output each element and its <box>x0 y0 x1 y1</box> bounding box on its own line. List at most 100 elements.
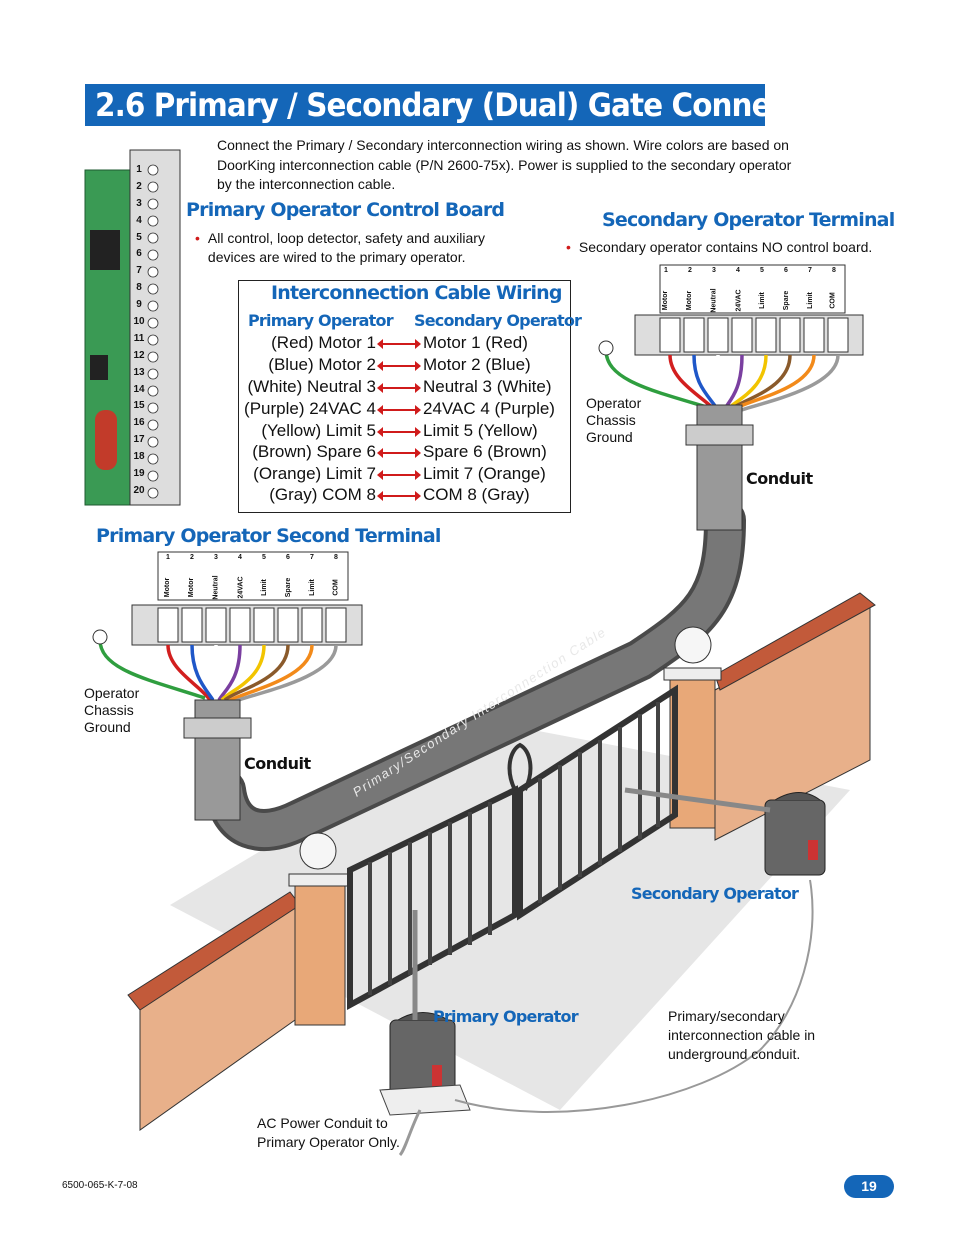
terminal-name: Limit <box>308 579 316 596</box>
terminal-number: 15 <box>133 400 145 412</box>
primary-terminal-label <box>157 551 349 601</box>
terminal-num: 6 <box>784 267 788 274</box>
terminal-number: 1 <box>136 164 142 175</box>
document-number: 6500-065-K-7-08 <box>62 1180 138 1191</box>
terminal-number: 7 <box>136 265 142 277</box>
board-terminal-numbers: 1 2 3 4 5 6 7 8 9 10 11 12 13 14 15 16 1… <box>131 162 147 500</box>
secondary-operator-label: Secondary Operator <box>631 884 799 903</box>
terminal-num: 7 <box>808 267 812 274</box>
terminal-number: 13 <box>133 366 145 378</box>
ac-power-label: AC Power Conduit to Primary Operator Onl… <box>257 1115 400 1150</box>
terminal-name: COM <box>829 292 837 309</box>
double-arrow-icon <box>377 448 421 458</box>
terminal-num: 4 <box>736 267 740 274</box>
gate-left-leaf <box>347 785 518 1011</box>
wire-right: 24VAC 4 (Purple) <box>423 399 555 418</box>
gate-right-leaf <box>517 684 678 921</box>
terminal-num: 5 <box>262 554 266 561</box>
wire-left: (White) Neutral 3 <box>247 377 376 396</box>
wiring-col-primary: Primary Operator <box>248 311 394 330</box>
wire-left: (Brown) Spare 6 <box>252 442 376 461</box>
primary-board-bullet: • All control, loop detector, safety and … <box>195 229 505 267</box>
right-pillar-light <box>674 626 712 664</box>
terminal-number: 20 <box>133 484 145 496</box>
double-arrow-icon <box>377 470 421 480</box>
double-arrow-icon <box>377 427 421 437</box>
terminal-name: 24VAC <box>735 289 743 312</box>
double-arrow-icon <box>377 405 421 415</box>
secondary-terminal-bullet: • Secondary operator contains NO control … <box>566 238 886 257</box>
terminal-number: 10 <box>133 316 145 328</box>
intro-text: Connect the Primary / Secondary intercon… <box>217 137 792 192</box>
double-arrow-icon <box>377 491 421 501</box>
wiring-row: (Red) Motor 1 Motor 1 (Red) <box>240 333 570 355</box>
bullet-text: All control, loop detector, safety and a… <box>207 230 485 265</box>
terminal-name: Limit <box>758 292 766 309</box>
terminal-name: Motor <box>188 577 196 598</box>
terminal-name: COM <box>332 579 340 596</box>
bullet-text: Secondary operator contains NO control b… <box>578 239 873 255</box>
primary-board-heading: Primary Operator Control Board <box>186 199 505 221</box>
secondary-operator-unit <box>624 787 826 876</box>
terminal-number: 4 <box>136 214 142 226</box>
wiring-table <box>238 280 571 513</box>
terminal-num: 6 <box>286 554 290 561</box>
terminal-number: 18 <box>133 451 145 463</box>
wiring-row: (Orange) Limit 7 Limit 7 (Orange) <box>240 464 570 486</box>
wiring-col-secondary: Secondary Operator <box>414 311 582 330</box>
secondary-terminal-label <box>659 264 846 314</box>
terminal-num: 5 <box>760 267 764 274</box>
terminal-number: 16 <box>133 417 145 429</box>
terminal-num: 3 <box>712 267 716 274</box>
terminal-num: 3 <box>214 554 218 561</box>
terminal-number: 9 <box>136 299 142 311</box>
chassis-ground-label-right: Operator Chassis Ground <box>586 395 642 445</box>
terminal-name: Limit <box>806 292 814 309</box>
terminal-num: 1 <box>166 554 170 561</box>
bullet-icon: • <box>566 239 571 255</box>
primary-operator-unit <box>379 910 471 1116</box>
terminal-number: 11 <box>133 332 145 344</box>
primary-second-terminal-heading: Primary Operator Second Terminal <box>96 525 441 547</box>
terminal-number: 2 <box>136 180 142 192</box>
ac-power-conduit <box>398 1109 422 1157</box>
page-number: 19 <box>844 1175 894 1198</box>
terminal-name: Neutral <box>710 288 718 313</box>
wire-right: Motor 1 (Red) <box>423 333 528 352</box>
conduit-label-left: Conduit <box>244 754 311 773</box>
terminal-num: 8 <box>334 554 338 561</box>
terminal-number: 17 <box>133 434 145 446</box>
title-bar <box>85 84 765 126</box>
secondary-terminal-heading: Secondary Operator Terminal <box>602 209 895 231</box>
underground-cable <box>454 879 814 1113</box>
terminal-num: 2 <box>688 267 692 274</box>
wiring-table-heading: Interconnection Cable Wiring <box>271 282 563 304</box>
wire-right: Limit 7 (Orange) <box>423 464 546 483</box>
bullet-icon: • <box>195 230 200 246</box>
terminal-name: Motor <box>662 290 670 311</box>
wire-left: (Red) Motor 1 <box>271 333 376 352</box>
wire-left: (Gray) COM 8 <box>269 485 376 504</box>
primary-operator-label: Primary Operator <box>433 1007 579 1026</box>
terminal-number: 19 <box>133 468 145 480</box>
terminal-name: Motor <box>686 290 694 311</box>
terminal-name: Motor <box>164 577 172 598</box>
wire-left: (Orange) Limit 7 <box>253 464 376 483</box>
conduit-right <box>696 404 743 531</box>
terminal-num: 4 <box>238 554 242 561</box>
terminal-number: 5 <box>136 231 142 243</box>
terminal-number: 3 <box>136 197 142 209</box>
terminal-name: Limit <box>260 579 268 596</box>
conduit-label-right: Conduit <box>746 469 813 488</box>
wire-right: Motor 2 (Blue) <box>423 355 531 374</box>
terminal-name: 24VAC <box>237 576 245 599</box>
terminal-name: Spare <box>285 577 293 598</box>
ground-lug-right <box>598 340 614 356</box>
terminal-number: 12 <box>133 349 145 361</box>
